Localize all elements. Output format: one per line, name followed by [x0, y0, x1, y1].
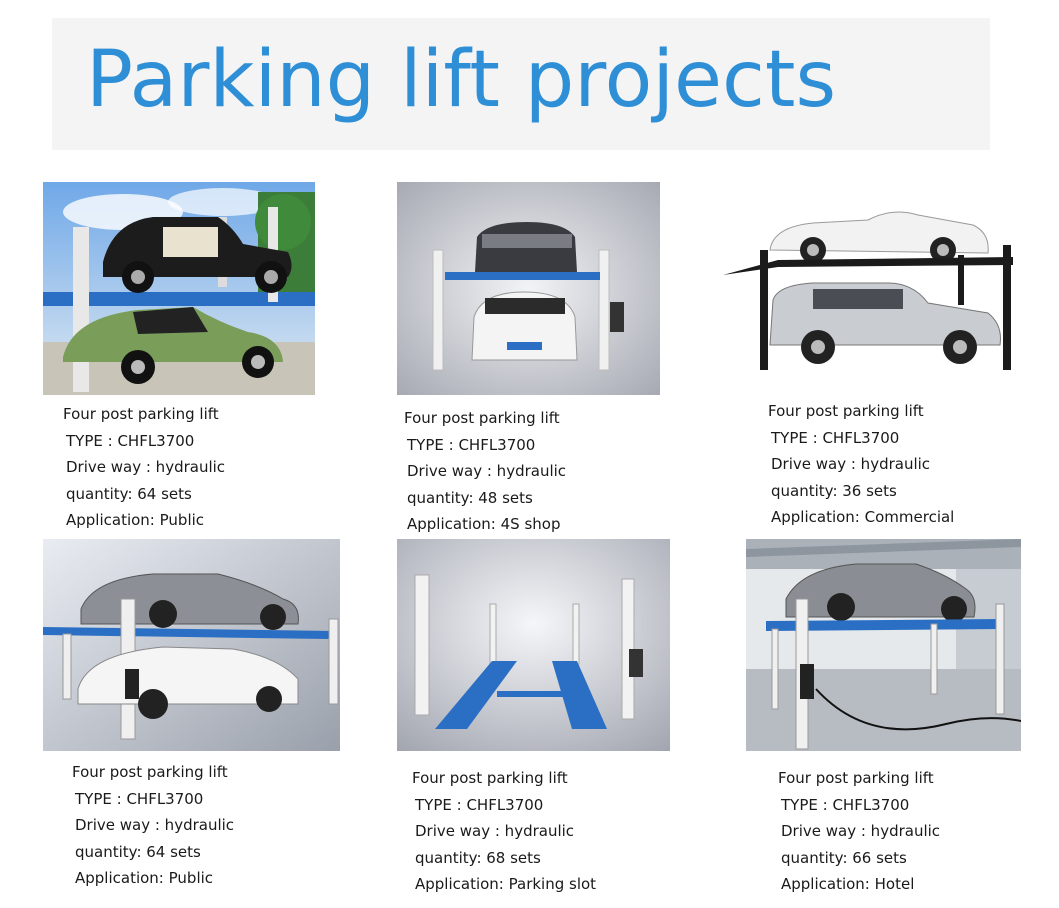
product-name: Four post parking lift: [404, 409, 560, 427]
lift-with-vintage-cars-photo: [43, 182, 315, 395]
project-3-specs: Four post parking lift TYPE : CHFL3700 D…: [768, 398, 955, 531]
drive-way: Drive way : hydraulic: [415, 822, 575, 840]
product-type: TYPE : CHFL3700: [66, 431, 195, 450]
product-name: Four post parking lift: [72, 763, 228, 781]
application: Application: Hotel: [781, 875, 915, 893]
project-5-specs: Four post parking lift TYPE : CHFL3700 D…: [412, 765, 597, 898]
product-type: TYPE : CHFL3700: [407, 435, 536, 454]
lift-in-warehouse-photo: [746, 539, 1021, 751]
product-type: TYPE : CHFL3700: [781, 795, 910, 814]
application: Application: Commercial: [771, 508, 955, 526]
project-2-specs: Four post parking lift TYPE : CHFL3700 D…: [404, 405, 567, 538]
application: Application: Public: [66, 511, 205, 529]
drive-way: Drive way : hydraulic: [407, 462, 567, 480]
product-type: TYPE : CHFL3700: [415, 795, 544, 814]
quantity: quantity: 66 sets: [781, 848, 907, 867]
application: Application: Parking slot: [415, 875, 597, 893]
drive-way: Drive way : hydraulic: [66, 458, 226, 476]
project-1-specs: Four post parking lift TYPE : CHFL3700 D…: [63, 401, 226, 534]
empty-four-post-lift-photo: [397, 539, 670, 751]
product-type: TYPE : CHFL3700: [771, 428, 900, 447]
product-name: Four post parking lift: [778, 769, 934, 787]
quantity: quantity: 68 sets: [415, 848, 541, 867]
lift-with-sedans-photo: [397, 182, 660, 395]
product-type: TYPE : CHFL3700: [75, 789, 204, 808]
quantity: quantity: 48 sets: [407, 488, 533, 507]
application: Application: 4S shop: [407, 515, 561, 533]
product-name: Four post parking lift: [412, 769, 568, 787]
project-4-specs: Four post parking lift TYPE : CHFL3700 D…: [72, 759, 235, 892]
lift-with-convertible-and-suv-photo: [718, 195, 1028, 380]
drive-way: Drive way : hydraulic: [771, 455, 931, 473]
quantity: quantity: 36 sets: [771, 481, 897, 500]
quantity: quantity: 64 sets: [66, 484, 192, 503]
product-name: Four post parking lift: [63, 405, 219, 423]
project-6-specs: Four post parking lift TYPE : CHFL3700 D…: [778, 765, 941, 898]
page-title: Parking lift projects: [86, 35, 837, 125]
lift-with-grey-and-white-cars-photo: [43, 539, 340, 751]
quantity: quantity: 64 sets: [75, 842, 201, 861]
drive-way: Drive way : hydraulic: [75, 816, 235, 834]
title-banner: Parking lift projects: [52, 18, 990, 150]
drive-way: Drive way : hydraulic: [781, 822, 941, 840]
application: Application: Public: [75, 869, 214, 887]
product-name: Four post parking lift: [768, 402, 924, 420]
